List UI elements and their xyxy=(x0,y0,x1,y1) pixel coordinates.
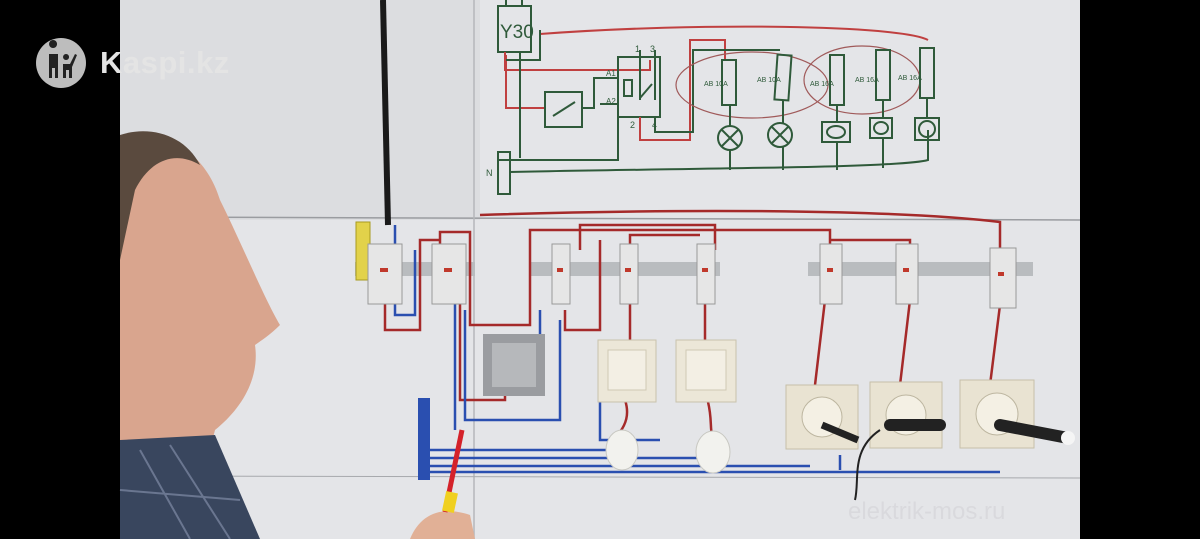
relay-term: 1 xyxy=(635,44,640,54)
kaspi-brand-text: Kaspi.kz xyxy=(100,45,230,80)
neutral-label: N xyxy=(486,168,493,178)
rcd-label: Y30 xyxy=(500,22,534,43)
relay-term: 4 xyxy=(652,120,657,130)
power-sockets xyxy=(785,379,1075,501)
relay-term: A2 xyxy=(606,97,616,106)
breaker-label: AB 10A xyxy=(757,77,781,84)
breaker-label: AB 16A xyxy=(855,77,879,84)
kaspi-watermark: Kaspi.kz xyxy=(36,38,230,88)
light-bulbs xyxy=(605,429,731,474)
breaker-label: AB 10A xyxy=(704,81,728,88)
breaker-label: AB 16A xyxy=(898,75,922,82)
relay-term: 2 xyxy=(630,120,635,130)
presenter xyxy=(119,131,475,539)
kaspi-logo-icon xyxy=(36,38,86,88)
relay-term: 3 xyxy=(650,44,655,54)
neutral-bus xyxy=(418,398,430,480)
site-watermark: elektrik-mos.ru xyxy=(848,498,1006,525)
relay-term: A1 xyxy=(606,69,616,78)
wiring-diagram xyxy=(497,0,940,195)
circuit-breakers xyxy=(355,221,1017,309)
light-switches xyxy=(483,334,737,403)
breaker-label: AB 16A xyxy=(810,81,834,88)
